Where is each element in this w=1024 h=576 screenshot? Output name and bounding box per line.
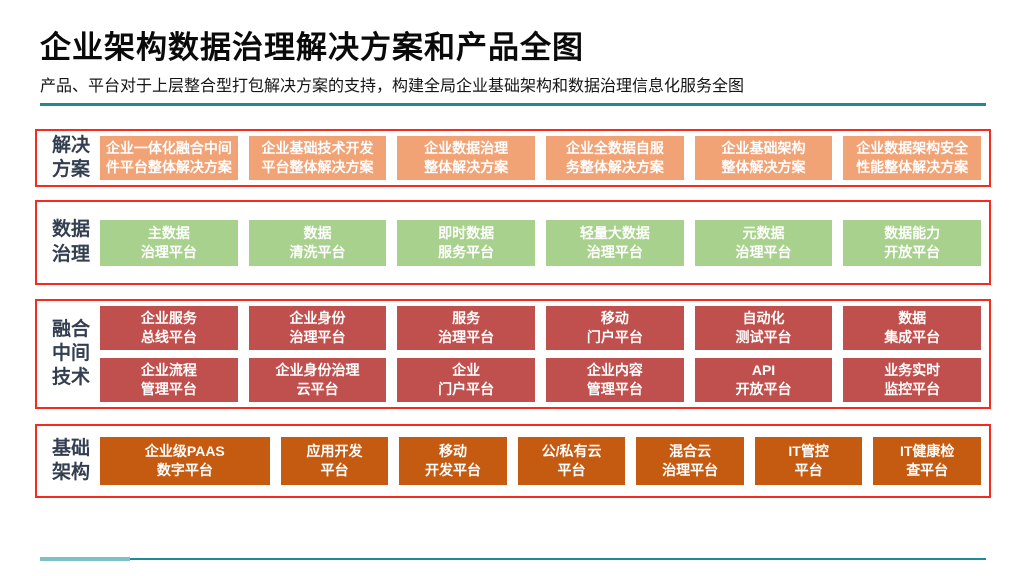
solution-box: 企业基础架构 整体解决方案 [694,136,833,180]
data-governance-band: 数据 治理 主数据 治理平台 数据 清洗平台 即时数据 服务平台 轻量大数据 治… [35,200,991,285]
infrastructure-box: 应用开发 平台 [280,437,389,485]
middleware-boxes-top: 企业服务 总线平台 企业身份 治理平台 服务 治理平台 移动 门户平台 自动化 … [100,306,982,350]
middleware-band: 融合 中间 技术 企业服务 总线平台 企业身份 治理平台 服务 治理平台 移动 … [35,299,991,409]
middleware-box: API 开放平台 [694,358,833,402]
solution-box: 企业数据架构安全 性能整体解决方案 [843,136,982,180]
governance-box: 轻量大数据 治理平台 [546,219,684,266]
infrastructure-box: 混合云 治理平台 [636,437,744,485]
middleware-box: 企业 门户平台 [397,358,536,402]
middleware-box: 企业流程 管理平台 [100,358,238,402]
page-subtitle: 产品、平台对于上层整合型打包解决方案的支持，构建全局企业基础架构和数据治理信息化… [40,78,745,95]
middleware-box: 企业服务 总线平台 [100,306,238,350]
infrastructure-box: 移动 开发平台 [399,437,507,485]
infrastructure-box: 企业级PAAS 数字平台 [100,437,270,485]
middleware-box: 企业身份治理 云平台 [248,358,387,402]
middleware-box: 企业内容 管理平台 [546,358,684,402]
infrastructure-box: IT管控 平台 [754,437,863,485]
middleware-box: 企业身份 治理平台 [248,306,387,350]
infrastructure-band-label: 基础 架构 [51,437,90,483]
solutions-boxes: 企业一体化融合中间 件平台整体解决方案 企业基础技术开发 平台整体解决方案 企业… [100,136,982,180]
title-divider-line [40,103,986,106]
infrastructure-band: 基础 架构 企业级PAAS 数字平台 应用开发 平台 移动 开发平台 公/私有云… [35,424,991,498]
middleware-box: 移动 门户平台 [546,306,684,350]
bottom-divider-accent [40,557,130,561]
bottom-divider-line [40,558,986,560]
governance-box: 元数据 治理平台 [694,219,833,266]
middleware-box: 数据 集成平台 [843,306,982,350]
solution-box: 企业一体化融合中间 件平台整体解决方案 [100,136,238,180]
middleware-box: 自动化 测试平台 [694,306,833,350]
solutions-band: 解决 方案 企业一体化融合中间 件平台整体解决方案 企业基础技术开发 平台整体解… [35,129,991,187]
infrastructure-box: IT健康检 查平台 [873,437,981,485]
data-governance-band-label: 数据 治理 [51,219,90,265]
page-title: 企业架构数据治理解决方案和产品全图 [40,30,584,65]
solution-box: 企业全数据自服 务整体解决方案 [546,136,684,180]
middleware-band-label: 融合 中间 技术 [51,318,90,389]
middleware-boxes-stack: 企业服务 总线平台 企业身份 治理平台 服务 治理平台 移动 门户平台 自动化 … [100,306,982,402]
solution-box: 企业数据治理 整体解决方案 [397,136,536,180]
governance-box: 主数据 治理平台 [100,219,238,266]
middleware-box: 业务实时 监控平台 [843,358,982,402]
data-governance-boxes: 主数据 治理平台 数据 清洗平台 即时数据 服务平台 轻量大数据 治理平台 元数… [100,219,982,266]
solutions-band-label: 解决 方案 [51,134,90,180]
governance-box: 即时数据 服务平台 [397,219,536,266]
middleware-boxes-bottom: 企业流程 管理平台 企业身份治理 云平台 企业 门户平台 企业内容 管理平台 A… [100,358,982,402]
governance-box: 数据 清洗平台 [248,219,387,266]
middleware-box: 服务 治理平台 [397,306,536,350]
infrastructure-box: 公/私有云 平台 [517,437,626,485]
solution-box: 企业基础技术开发 平台整体解决方案 [248,136,387,180]
governance-box: 数据能力 开放平台 [843,219,982,266]
infrastructure-boxes: 企业级PAAS 数字平台 应用开发 平台 移动 开发平台 公/私有云 平台 混合… [100,437,981,485]
